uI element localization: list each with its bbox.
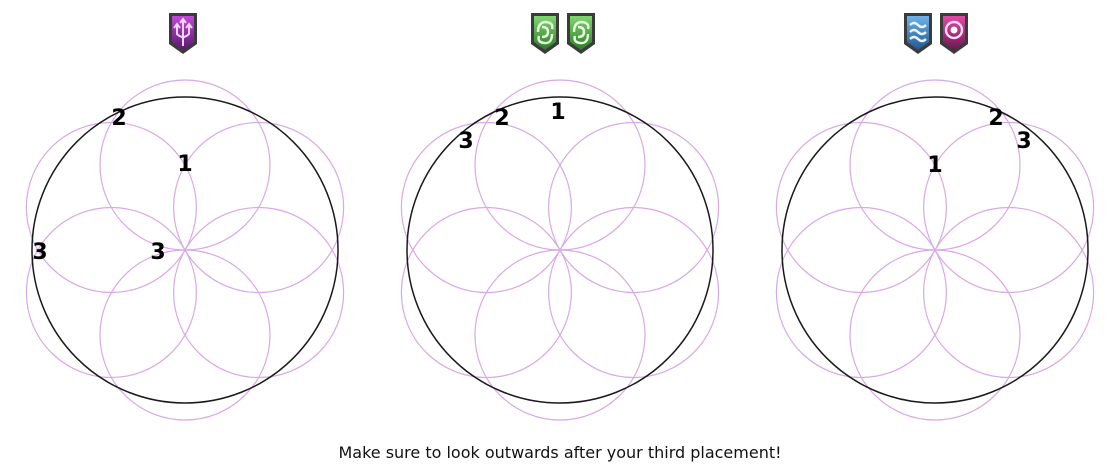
placement-marker: 3 [150,240,165,265]
placement-marker: 1 [550,100,565,125]
arena-ring [406,96,714,404]
placement-marker: 1 [927,153,942,178]
green-swirl-crest-icon [567,13,595,54]
panel-3-icons [901,10,971,56]
pink-eye-crest-icon [940,13,968,54]
caption: Make sure to look outwards after your th… [338,443,782,462]
petal-circle [775,206,947,379]
placement-marker: 3 [458,129,473,154]
petal-circle [400,121,572,294]
purple-trident-crest-icon [169,13,197,54]
panel-2-icons [528,10,598,56]
arena-ring [781,96,1089,404]
placement-marker: 3 [1016,129,1031,154]
petal-circle [25,121,197,294]
arena-ring [31,96,339,404]
petal-circle [25,206,197,379]
blue-wave-crest-icon [904,13,932,54]
green-swirl-crest-icon [531,13,559,54]
placement-marker: 1 [177,152,192,177]
placement-marker: 2 [494,106,509,131]
panel-3: 1 23 [775,79,1095,421]
placement-marker: 2 [111,106,126,131]
petal-circle [400,206,572,379]
panel-2: 1 23 [400,79,720,421]
panel-1: 1 2 3 3 [25,79,345,421]
placement-marker: 3 [32,240,47,265]
placement-marker: 2 [988,106,1003,131]
panel-1-icons [166,10,200,56]
petal-circle [775,121,947,294]
